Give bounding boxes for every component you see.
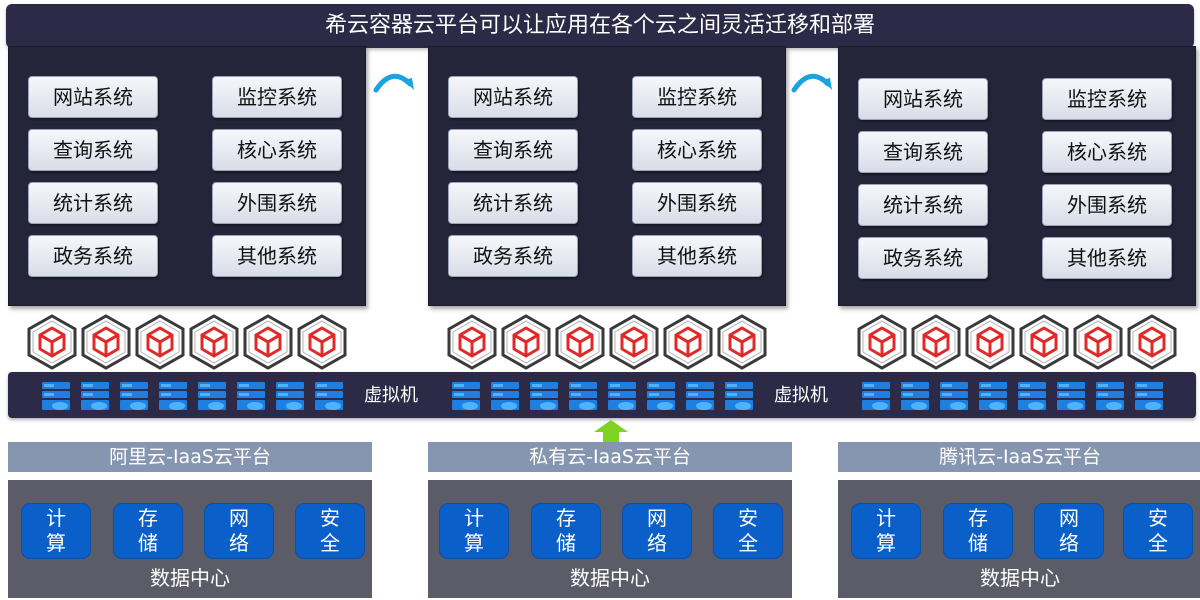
statistics-system-button[interactable]: 统计系统 [858, 184, 988, 226]
network-button[interactable]: 网络 [1035, 504, 1103, 558]
server-icon [862, 382, 890, 410]
other-system-button[interactable]: 其他系统 [1042, 237, 1172, 279]
security-button[interactable]: 安全 [1124, 504, 1192, 558]
container-icon [81, 314, 131, 370]
compute-button[interactable]: 计算 [852, 504, 920, 558]
server-icon [569, 382, 597, 410]
server-icon [647, 382, 675, 410]
server-icon [686, 382, 714, 410]
container-icon [135, 314, 185, 370]
container-icon [717, 314, 767, 370]
security-button[interactable]: 安全 [714, 504, 782, 558]
container-icon [297, 314, 347, 370]
server-icon [1018, 382, 1046, 410]
network-button[interactable]: 网络 [205, 504, 273, 558]
peripheral-system-button[interactable]: 外围系统 [1042, 184, 1172, 226]
compute-button[interactable]: 计算 [22, 504, 90, 558]
compute-button[interactable]: 计算 [440, 504, 508, 558]
iaas-platform-label: 腾讯云-IaaS云平台 [838, 442, 1200, 472]
container-icon [1019, 314, 1069, 370]
container-icon [447, 314, 497, 370]
server-icon [491, 382, 519, 410]
server-icon [1057, 382, 1085, 410]
container-icon [1073, 314, 1123, 370]
server-icon [237, 382, 265, 410]
peripheral-system-button[interactable]: 外围系统 [632, 182, 762, 224]
query-system-button[interactable]: 查询系统 [448, 129, 578, 171]
network-button[interactable]: 网络 [623, 504, 691, 558]
server-icon [1135, 382, 1163, 410]
government-system-button[interactable]: 政务系统 [28, 235, 158, 277]
statistics-system-button[interactable]: 统计系统 [28, 182, 158, 224]
container-icon [189, 314, 239, 370]
server-icon [42, 382, 70, 410]
query-system-button[interactable]: 查询系统 [858, 131, 988, 173]
server-icon [315, 382, 343, 410]
government-system-button[interactable]: 政务系统 [858, 237, 988, 279]
government-system-button[interactable]: 政务系统 [448, 235, 578, 277]
server-icon [940, 382, 968, 410]
server-icon [608, 382, 636, 410]
core-system-button[interactable]: 核心系统 [212, 129, 342, 171]
datacenter-label: 数据中心 [570, 566, 650, 590]
container-icon [965, 314, 1015, 370]
monitoring-system-button[interactable]: 监控系统 [212, 76, 342, 118]
storage-button[interactable]: 存储 [532, 504, 600, 558]
container-icon [911, 314, 961, 370]
container-icon [27, 314, 77, 370]
server-icon [276, 382, 304, 410]
container-icon [609, 314, 659, 370]
server-icon [725, 382, 753, 410]
server-icon [901, 382, 929, 410]
server-icon [198, 382, 226, 410]
migrate-arrow-icon [373, 73, 414, 93]
datacenter-label: 数据中心 [150, 566, 230, 590]
container-icon [501, 314, 551, 370]
iaas-platform-label: 私有云-IaaS云平台 [428, 442, 792, 472]
website-system-button[interactable]: 网站系统 [448, 76, 578, 118]
server-icon [452, 382, 480, 410]
peripheral-system-button[interactable]: 外围系统 [212, 182, 342, 224]
container-icon [663, 314, 713, 370]
website-system-button[interactable]: 网站系统 [858, 78, 988, 120]
server-icon [120, 382, 148, 410]
storage-button[interactable]: 存储 [114, 504, 182, 558]
datacenter-label: 数据中心 [980, 566, 1060, 590]
monitoring-system-button[interactable]: 监控系统 [1042, 78, 1172, 120]
other-system-button[interactable]: 其他系统 [212, 235, 342, 277]
container-icon [243, 314, 293, 370]
iaas-platform-label: 阿里云-IaaS云平台 [8, 442, 372, 472]
container-icon [555, 314, 605, 370]
server-icon [530, 382, 558, 410]
server-icon [979, 382, 1007, 410]
security-button[interactable]: 安全 [296, 504, 364, 558]
query-system-button[interactable]: 查询系统 [28, 129, 158, 171]
storage-button[interactable]: 存储 [944, 504, 1012, 558]
other-system-button[interactable]: 其他系统 [632, 235, 762, 277]
container-icon [857, 314, 907, 370]
server-icon [81, 382, 109, 410]
server-icon [159, 382, 187, 410]
container-icon [1127, 314, 1177, 370]
vm-label: 虚拟机 [364, 385, 418, 406]
vm-label: 虚拟机 [774, 385, 828, 406]
up-arrow-icon [594, 420, 628, 442]
core-system-button[interactable]: 核心系统 [632, 129, 762, 171]
migrate-arrow-icon [791, 73, 832, 93]
website-system-button[interactable]: 网站系统 [28, 76, 158, 118]
server-icon [1096, 382, 1124, 410]
monitoring-system-button[interactable]: 监控系统 [632, 76, 762, 118]
page-title: 希云容器云平台可以让应用在各个云之间灵活迁移和部署 [6, 4, 1194, 48]
core-system-button[interactable]: 核心系统 [1042, 131, 1172, 173]
statistics-system-button[interactable]: 统计系统 [448, 182, 578, 224]
